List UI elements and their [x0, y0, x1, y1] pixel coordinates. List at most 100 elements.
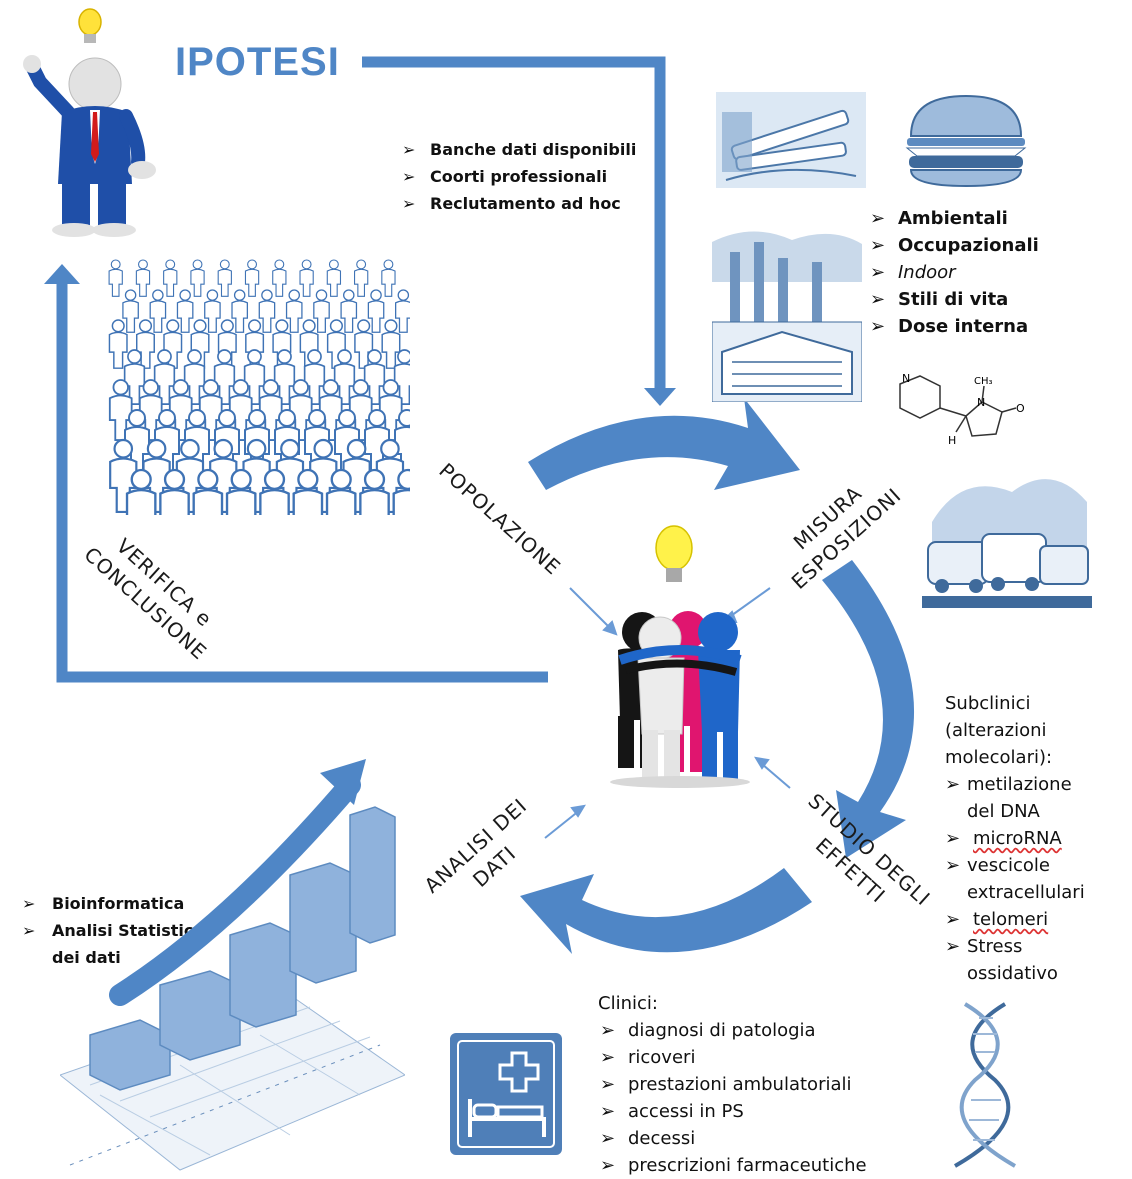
exposure-list: Ambientali Occupazionali Indoor Stili di…: [868, 205, 1039, 340]
list-item: metilazione: [945, 771, 1085, 798]
list-item: telomeri: [945, 906, 1085, 933]
clinici-list: diagnosi di patologia ricoveri prestazio…: [598, 1017, 867, 1179]
list-item: Stili di vita: [868, 286, 1039, 313]
person-icon: [258, 289, 276, 333]
person-icon: [244, 259, 260, 297]
list-item-cont: extracellulari: [967, 882, 1085, 903]
statistics-chart-illustration: [60, 759, 405, 1171]
hospital-bed-icon: [450, 1033, 562, 1155]
crowd-illustration: [108, 259, 410, 515]
list-item-text: telomeri: [973, 909, 1049, 930]
person-icon: [108, 319, 128, 369]
cycle-arrow-right: [822, 560, 915, 858]
person-icon: [183, 349, 206, 405]
person-icon: [176, 289, 194, 333]
list-item-cont: ossidativo: [967, 963, 1058, 984]
list-item: prestazioni ambulatoriali: [598, 1071, 867, 1098]
list-item: Indoor: [868, 259, 1039, 286]
person-icon: [153, 349, 176, 405]
atom-h-label: H: [948, 434, 956, 447]
person-icon: [190, 259, 205, 297]
list-item: Bioinformatica: [22, 890, 204, 917]
verifica-return-arrow: [44, 264, 548, 683]
person-icon: [325, 468, 357, 515]
thinker-figure: [23, 8, 156, 237]
person-icon: [378, 379, 403, 441]
atom-n-label: N: [902, 372, 910, 385]
list-item: decessi: [598, 1125, 867, 1152]
person-icon: [381, 259, 396, 297]
person-icon: [340, 289, 358, 333]
list-item: diagnosi di patologia: [598, 1017, 867, 1044]
analysis-list: Bioinformatica Analisi Statistica dei da…: [22, 890, 204, 971]
person-icon: [392, 468, 410, 515]
list-item: Stress: [945, 933, 1085, 960]
person-icon: [393, 349, 410, 405]
list-item: Coorti professionali: [400, 163, 636, 190]
person-icon: [292, 468, 324, 515]
list-item: Ambientali: [868, 205, 1039, 232]
person-icon: [159, 468, 190, 515]
atom-n-label: N: [977, 396, 985, 409]
list-item-cont: del DNA: [967, 801, 1040, 822]
person-icon: [359, 468, 390, 515]
person-icon: [326, 259, 342, 297]
light-bulb-icon: [78, 8, 102, 43]
list-item: Dose interna: [868, 313, 1039, 340]
cycle-arrow-top: [528, 398, 800, 490]
cycle-arrow-bottom: [520, 868, 812, 954]
person-icon: [135, 259, 151, 297]
subclinici-list: Subclinici (alterazioni molecolari): met…: [945, 690, 1085, 987]
atom-o-label: O: [1016, 402, 1025, 415]
person-icon: [149, 289, 167, 333]
person-icon: [125, 468, 157, 515]
hamburger-illustration: [905, 94, 1027, 188]
list-item-text: microRNA: [973, 828, 1062, 849]
person-icon: [225, 468, 257, 515]
person-icon: [381, 319, 401, 369]
person-icon: [303, 349, 326, 405]
clinici-heading: Clinici:: [598, 993, 658, 1014]
light-bulb-icon: [655, 525, 693, 582]
person-icon: [367, 289, 385, 333]
list-item: prescrizioni farmaceutiche: [598, 1152, 867, 1179]
team-huddle-illustration: [610, 525, 750, 788]
person-icon: [259, 468, 290, 515]
factory-illustration: [712, 231, 862, 402]
person-icon: [354, 259, 369, 297]
person-icon: [395, 289, 410, 333]
list-item: Analisi Statistica: [22, 917, 204, 944]
person-icon: [299, 259, 314, 297]
subclinici-heading-2: (alterazioni: [945, 720, 1047, 741]
recruitment-list: Banche dati disponibili Coorti professio…: [400, 136, 636, 217]
list-item: Occupazionali: [868, 232, 1039, 259]
traffic-illustration: [922, 479, 1092, 608]
person-icon: [163, 259, 178, 297]
person-icon: [243, 349, 266, 405]
cigarettes-illustration: [716, 92, 866, 188]
person-icon: [313, 289, 330, 333]
subclinici-heading: Subclinici: [945, 693, 1031, 714]
list-item: Banche dati disponibili: [400, 136, 636, 163]
person-icon: [192, 468, 224, 515]
list-item: Reclutamento ad hoc: [400, 190, 636, 217]
list-item: vescicole: [945, 852, 1085, 879]
person-icon: [272, 259, 287, 297]
list-item: ricoveri: [598, 1044, 867, 1071]
person-icon: [204, 289, 221, 333]
person-icon: [213, 349, 236, 405]
person-icon: [217, 259, 232, 297]
dna-helix-illustration: [954, 1002, 1016, 1168]
ipotesi-down-arrow: [362, 56, 676, 406]
person-icon: [231, 289, 249, 333]
list-item: microRNA: [945, 825, 1085, 852]
atom-ch3-label: CH₃: [974, 376, 993, 387]
person-icon: [285, 289, 303, 333]
subclinici-heading-3: molecolari):: [945, 747, 1053, 768]
list-item: accessi in PS: [598, 1098, 867, 1125]
person-icon: [123, 349, 146, 405]
page-title: IPOTESI: [175, 40, 340, 84]
list-item-cont: dei dati: [52, 948, 121, 967]
person-icon: [108, 259, 123, 297]
